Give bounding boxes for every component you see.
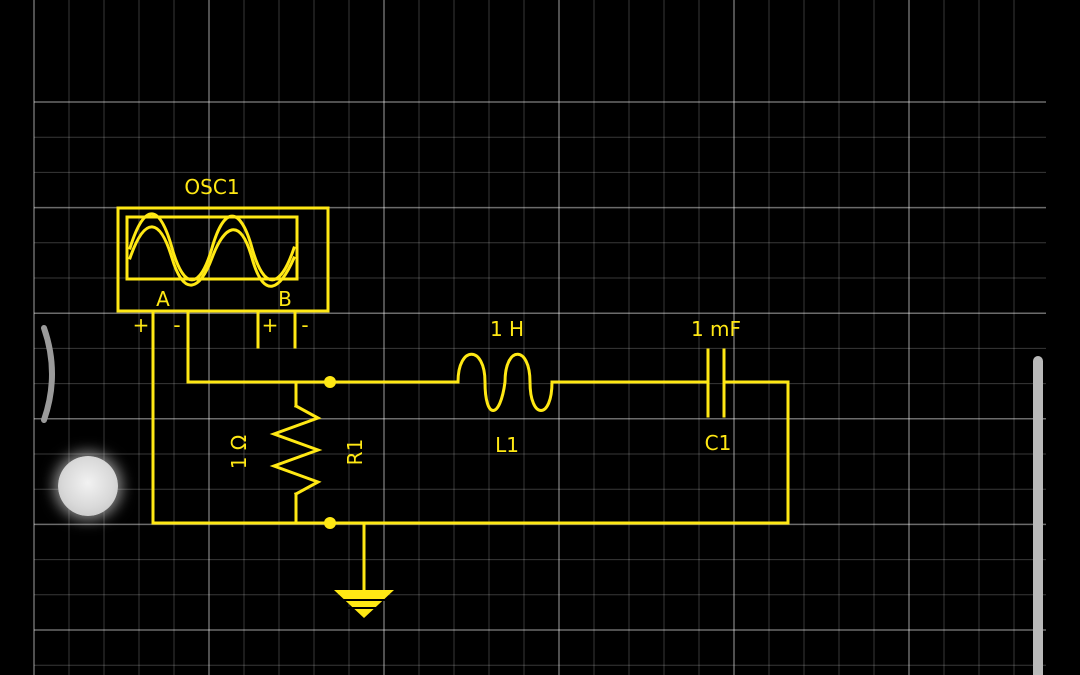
drag-handle[interactable] (58, 456, 118, 516)
capacitor-name: C1 (705, 431, 732, 455)
channel-b-label: B (278, 287, 292, 311)
grid (33, 0, 1046, 675)
vertical-scrollbar[interactable] (1033, 356, 1043, 675)
inductor-l1[interactable]: 1 H L1 (456, 317, 554, 457)
channel-a-plus: + (133, 313, 150, 337)
waveform-icon (128, 212, 296, 288)
channel-b-minus: - (301, 313, 308, 337)
wire-right[interactable] (722, 380, 790, 525)
ground-icon[interactable] (334, 590, 394, 618)
zoom-arc-icon[interactable] (36, 322, 76, 426)
wires[interactable] (151, 309, 790, 592)
channel-a-minus: - (173, 313, 180, 337)
oscilloscope-name: OSC1 (184, 175, 239, 199)
wire-top-left[interactable] (186, 309, 460, 384)
resistor-icon (269, 403, 323, 497)
channel-a-label: A (156, 287, 170, 311)
capacitor-value: 1 mF (691, 317, 741, 341)
oscilloscope-osc1[interactable]: OSC1 A B + - + - (116, 175, 330, 349)
wire-bottom-rail[interactable] (151, 309, 790, 525)
capacitor-c1[interactable]: 1 mF C1 (691, 317, 741, 455)
node-bottom[interactable] (324, 517, 336, 529)
node-top[interactable] (324, 376, 336, 388)
inductor-icon (456, 352, 554, 412)
channel-b-plus: + (262, 313, 279, 337)
wire-ground[interactable] (328, 521, 366, 592)
resistor-name: R1 (343, 439, 367, 466)
inductor-value: 1 H (490, 317, 524, 341)
resistor-r1[interactable]: 1 Ω R1 (227, 403, 367, 497)
oscilloscope-screen (125, 215, 299, 281)
oscilloscope-body (116, 206, 330, 313)
inductor-name: L1 (495, 433, 519, 457)
resistor-value: 1 Ω (227, 435, 251, 469)
